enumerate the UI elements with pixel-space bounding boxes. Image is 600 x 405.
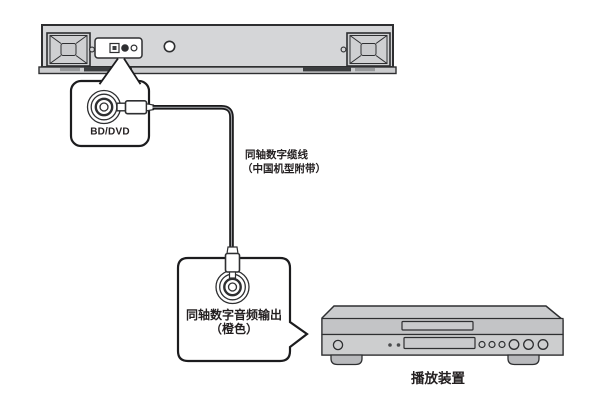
large-control-buttons [508,339,549,350]
speaker-driver-icon-right [346,32,391,67]
bd-dvd-label: BD/DVD [90,127,130,138]
disc-tray [401,320,474,331]
coaxial-cable [152,105,234,247]
output-callout-bubble [176,256,309,363]
coaxial-plug-icon-output [224,246,241,279]
indicator-dot-1 [388,343,392,347]
keyhole-icon [163,40,176,53]
cable-label-line1: 同轴数字缆线 [245,148,308,161]
power-button-icon [332,339,344,351]
soundbar-vent-right [303,67,351,72]
callout-pointer-fill [99,58,141,84]
soundbar-rear-view [38,24,397,75]
soundbar-bottom-strip [38,66,397,75]
speaker-driver-icon-left [46,32,91,67]
bd-dvd-callout: BD/DVD [69,57,155,148]
coaxial-plug-icon [116,100,155,115]
player-device: 播放装置 [321,305,564,386]
player-label: 播放装置 [411,370,465,386]
screw-icon-right [340,46,347,53]
soundbar-foot-left-outer [60,68,80,72]
cable-label-line2: （中国机型附带） [242,162,326,175]
soundbar-connector-panel [94,37,143,59]
coaxial-output-callout: 同轴数字音频输出 （橙色） [176,246,309,363]
coax-port-icon [121,44,129,52]
screw-icon-left [89,46,95,53]
output-label-line2: （橙色） [210,321,258,336]
output-label-line1: 同轴数字音频输出 [186,307,282,322]
player-foot-left [330,354,363,366]
display-window [403,336,476,350]
soundbar-vent-left [84,67,132,72]
aux-port-icon [130,44,138,52]
indicator-dot-2 [396,343,401,347]
callout-pointer-lines [98,57,142,85]
cable-label: 同轴数字缆线 （中国机型附带） [242,148,326,175]
soundbar-foot-right-outer [355,68,375,72]
small-control-buttons [478,340,506,349]
player-foot-right [507,354,540,366]
optical-port-inner [112,46,117,50]
